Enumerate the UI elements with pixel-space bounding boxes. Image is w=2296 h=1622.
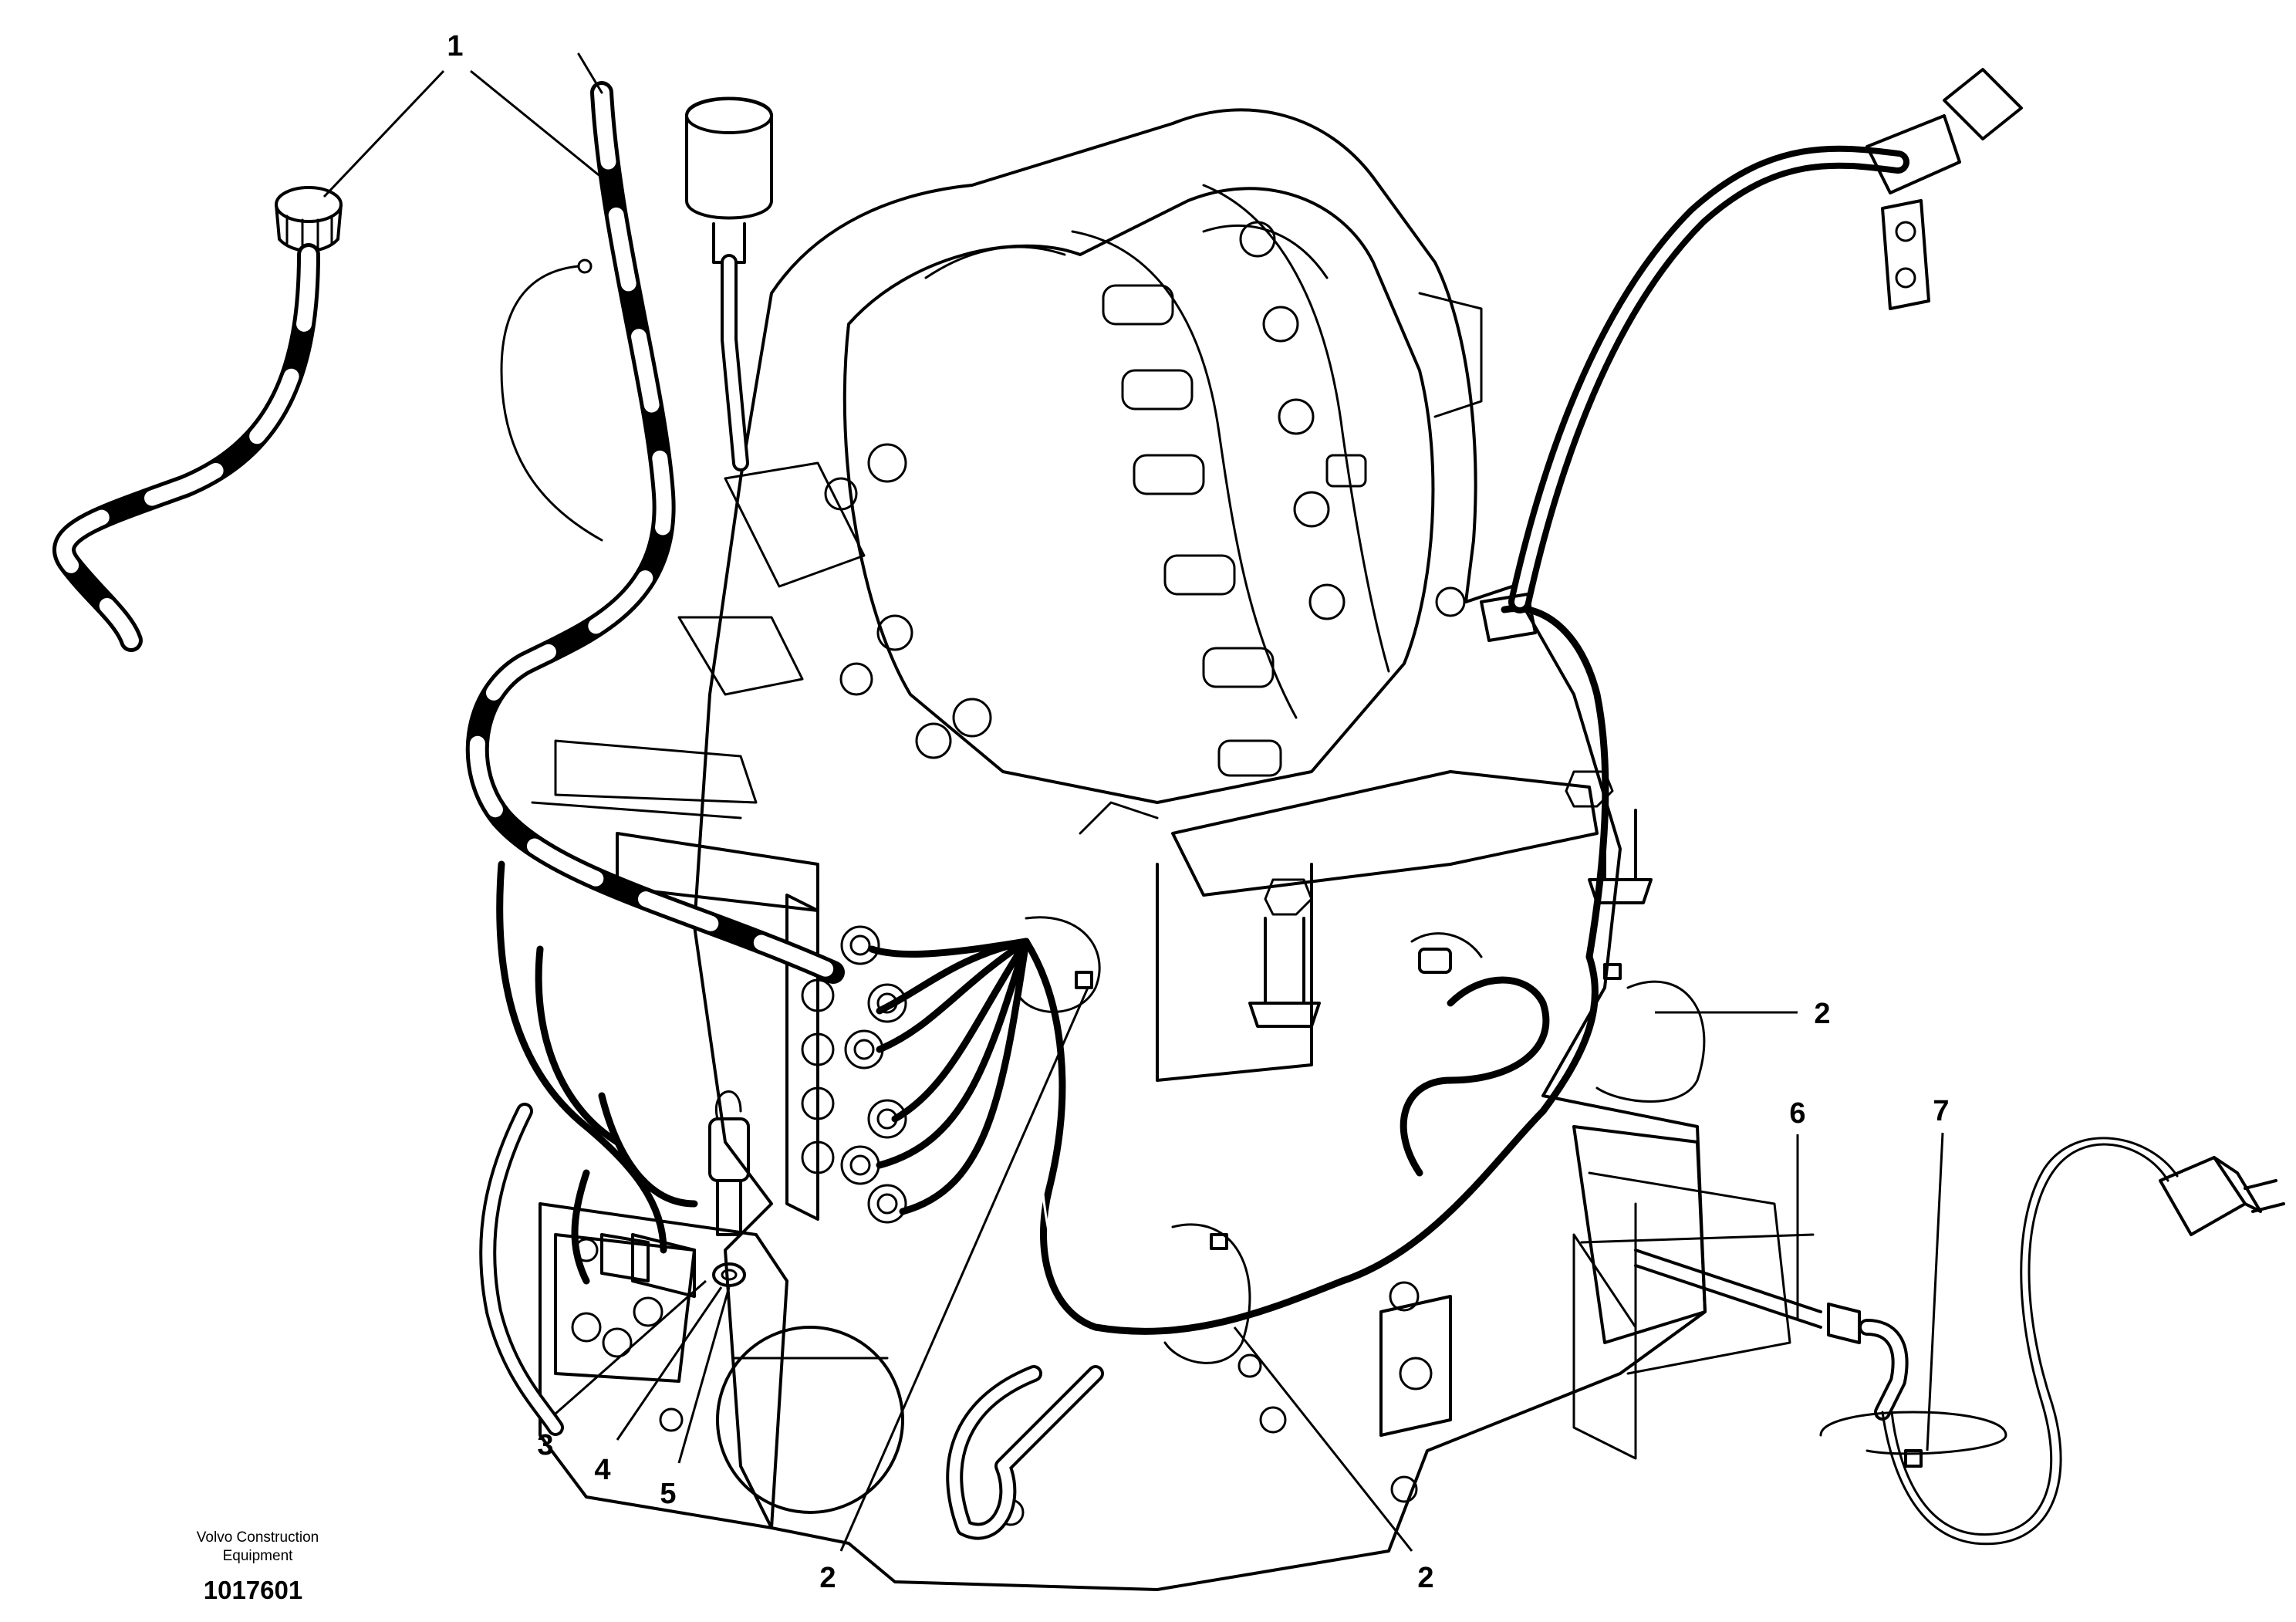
solenoid-connectors (801, 925, 907, 1224)
callout-2-right: 2 (1814, 998, 1830, 1030)
heater-cable-with-plug (1819, 1137, 2285, 1546)
pressure-switch (708, 1117, 750, 1182)
pressure-hose-center (465, 52, 845, 984)
upper-right-connector-cable (1480, 68, 2023, 642)
transmission-housing (531, 108, 1815, 1591)
leader-lines (322, 69, 1944, 1552)
callout-5: 5 (660, 1478, 676, 1510)
control-valve-block (531, 461, 866, 1221)
left-sensor-cables (479, 860, 698, 1436)
heater-element (1634, 1249, 1909, 1421)
heater-pocket-outline (1572, 1233, 1637, 1460)
title-block: Volvo Construction Equipment 1017601 (197, 1529, 319, 1604)
callout-labels: 1 2 2 2 3 4 5 6 7 (447, 30, 1949, 1594)
callout-7: 7 (1933, 1095, 1949, 1127)
callout-2-bottom-right: 2 (1417, 1562, 1433, 1594)
solenoid-harness (868, 605, 1609, 1335)
test-hose-with-gauge (52, 186, 343, 652)
callout-3: 3 (537, 1429, 553, 1461)
callout-2-bottom-left: 2 (819, 1562, 836, 1594)
document-number: 1017601 (204, 1576, 302, 1604)
publisher-line-1: Volvo Construction (197, 1529, 319, 1546)
sensor-wires-right (1400, 932, 1550, 1177)
mounting-bracket (1881, 199, 1930, 310)
callout-6: 6 (1789, 1097, 1805, 1130)
sealing-washer (712, 1262, 746, 1287)
loose-wire (500, 259, 603, 542)
pressure-switch-assembly (600, 1090, 750, 1298)
breather-filter (685, 96, 773, 471)
gear-case-ribs (1071, 184, 1466, 777)
plug (2159, 1156, 2285, 1236)
callout-4: 4 (594, 1454, 610, 1486)
upper-knobs (824, 443, 992, 759)
cable-ties (1017, 916, 1706, 1364)
callout-1: 1 (447, 30, 463, 63)
publisher-line-2: Equipment (223, 1548, 294, 1564)
